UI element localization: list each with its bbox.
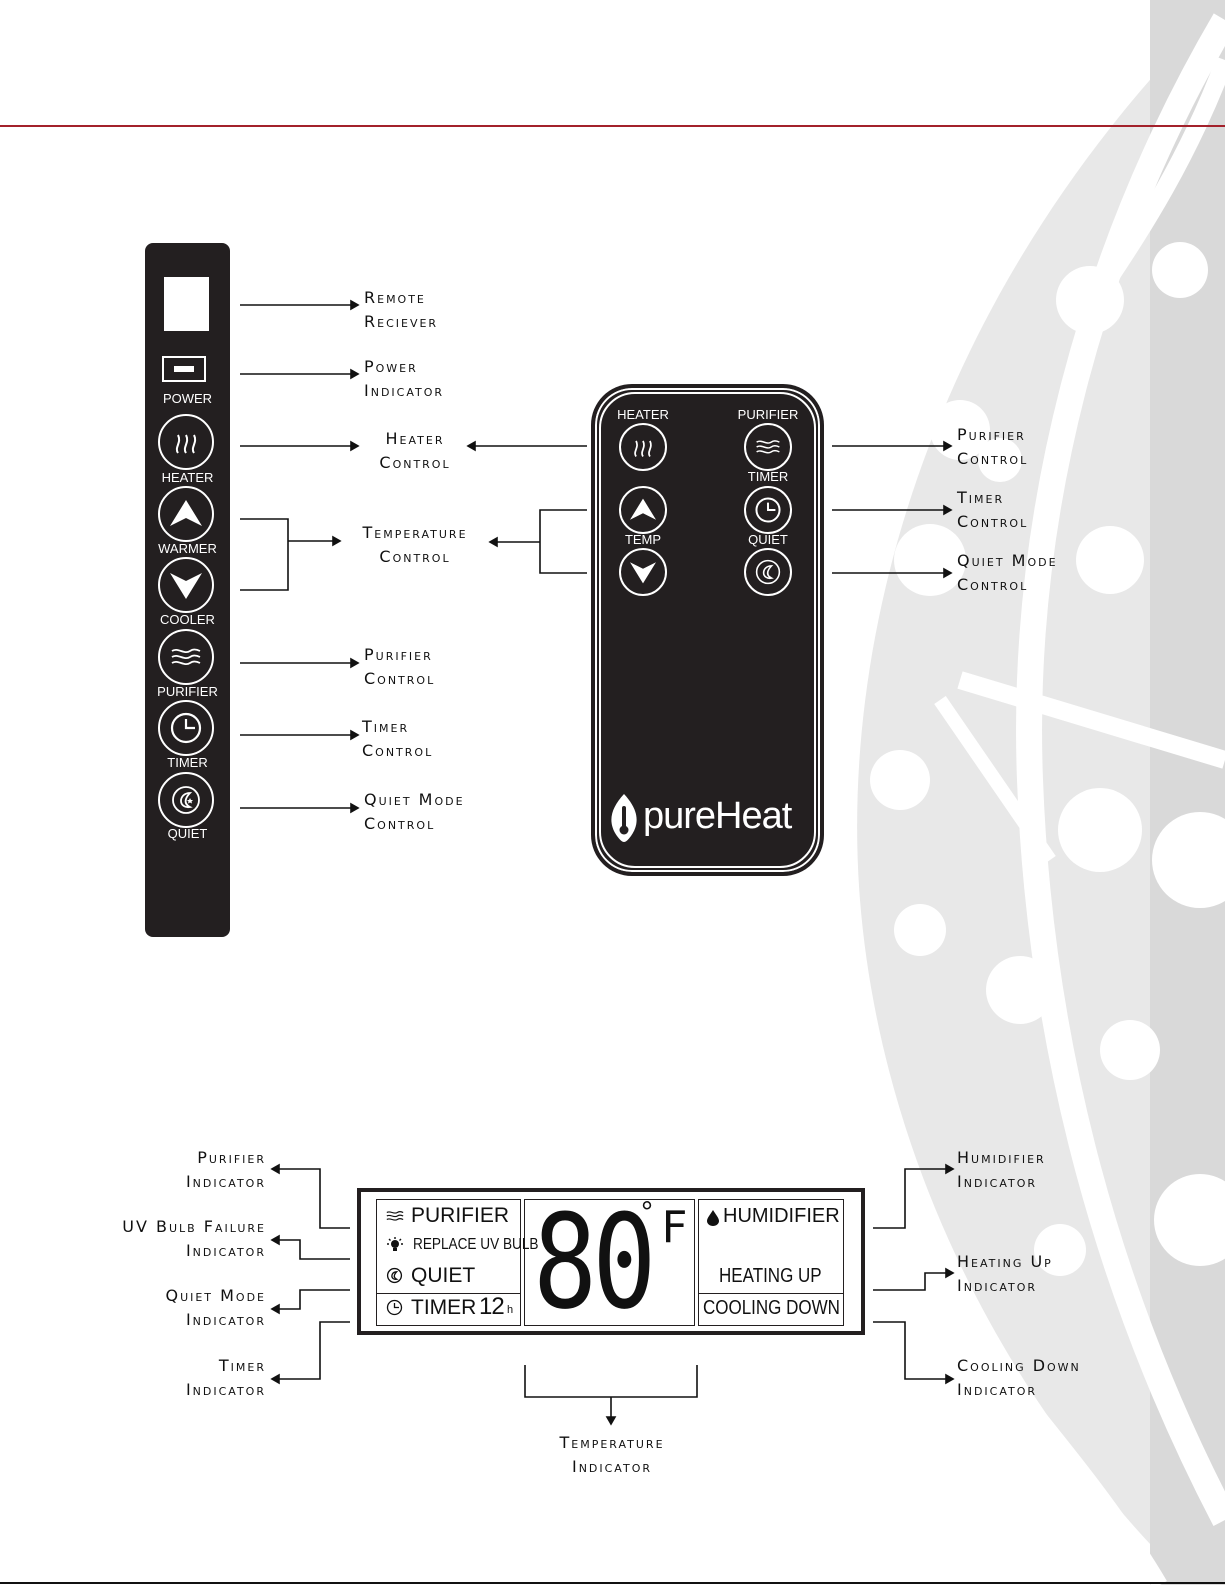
purifier-label: PURIFIER bbox=[157, 684, 218, 699]
quiet-button[interactable] bbox=[158, 772, 214, 828]
lcd-replace-uv-text: REPLACE UV BULB bbox=[413, 1236, 539, 1253]
header-rule bbox=[0, 125, 1225, 127]
remote-quiet-label: QUIET bbox=[748, 532, 788, 547]
chevron-down-icon bbox=[170, 573, 202, 599]
lcd-temperature-panel bbox=[524, 1199, 695, 1326]
purifier-button[interactable] bbox=[158, 629, 214, 685]
remote-heater-label: HEATER bbox=[617, 407, 669, 422]
clock-icon bbox=[170, 712, 202, 744]
remote-temp-label: TEMP bbox=[624, 532, 662, 547]
power-indicator-light bbox=[162, 356, 206, 382]
air-waves-icon bbox=[386, 1210, 404, 1221]
remote-timer-button[interactable] bbox=[744, 486, 792, 534]
lcd-timer-row bbox=[376, 1293, 521, 1326]
heat-waves-icon bbox=[175, 434, 197, 454]
remote-cooler-button[interactable] bbox=[619, 548, 667, 596]
lcd-timer-text: TIMER bbox=[411, 1296, 477, 1319]
control-panel: POWER HEATER WARMER COOLER PURIFIER TIME… bbox=[145, 243, 230, 937]
air-waves-icon bbox=[171, 648, 201, 666]
lcd-degree-symbol: ° bbox=[641, 1196, 653, 1229]
timer-button[interactable] bbox=[158, 700, 214, 756]
thermometer-leaf-logo bbox=[611, 794, 637, 842]
remote-timer-label: TIMER bbox=[747, 469, 789, 484]
moon-icon bbox=[386, 1267, 403, 1284]
bulb-icon bbox=[387, 1237, 403, 1251]
remote-heater-button[interactable] bbox=[619, 423, 667, 471]
lcd-timer-value: 12 bbox=[479, 1293, 505, 1320]
clock-icon bbox=[386, 1299, 403, 1316]
quiet-label: QUIET bbox=[167, 826, 208, 841]
heater-button[interactable] bbox=[158, 414, 214, 470]
remote-quiet-button[interactable] bbox=[744, 548, 792, 596]
lcd-timer-unit: h bbox=[507, 1304, 514, 1316]
footer-rule bbox=[0, 1582, 1225, 1584]
lcd-cooling-row bbox=[698, 1293, 844, 1326]
heat-waves-icon bbox=[634, 440, 652, 458]
chevron-up-icon bbox=[630, 498, 656, 520]
lcd-purifier-text: PURIFIER bbox=[411, 1204, 510, 1227]
remote-receiver-window bbox=[164, 277, 209, 331]
warmer-label: WARMER bbox=[158, 541, 217, 556]
remote-border bbox=[599, 392, 816, 868]
clock-icon bbox=[755, 497, 781, 523]
remote-purifier-button[interactable] bbox=[744, 423, 792, 471]
lcd-quiet-text: QUIET bbox=[411, 1264, 476, 1287]
lcd-display: PURIFIER REPLACE UV BULB QUIET TIMER 12 … bbox=[357, 1188, 865, 1335]
chevron-up-icon bbox=[170, 500, 202, 526]
moon-stars-icon bbox=[172, 786, 200, 814]
lcd-cooling-text: COOLING DOWN bbox=[703, 1297, 840, 1319]
remote-purifier-label: PURIFIER bbox=[737, 407, 799, 422]
timer-label: TIMER bbox=[167, 755, 208, 770]
cooler-button[interactable] bbox=[158, 557, 214, 613]
lcd-heating-text: HEATING UP bbox=[719, 1265, 822, 1287]
lcd-temperature-value: 80 bbox=[533, 1186, 656, 1338]
water-drop-icon bbox=[707, 1210, 719, 1226]
power-label: POWER bbox=[162, 391, 213, 406]
remote-warmer-button[interactable] bbox=[619, 486, 667, 534]
remote-control: HEATER PURIFIER TIMER TEMP QUIET pureHea… bbox=[592, 385, 823, 875]
air-waves-icon bbox=[756, 440, 780, 454]
heater-label: HEATER bbox=[161, 470, 214, 485]
lcd-humidifier-text: HUMIDIFIER bbox=[723, 1205, 840, 1227]
moon-stars-icon bbox=[755, 559, 781, 585]
warmer-button[interactable] bbox=[158, 486, 214, 542]
brand-logo-text: pureHeat bbox=[643, 795, 792, 837]
chevron-down-icon bbox=[630, 562, 656, 584]
cooler-label: COOLER bbox=[160, 612, 215, 627]
lcd-temperature-unit: F bbox=[661, 1202, 688, 1253]
